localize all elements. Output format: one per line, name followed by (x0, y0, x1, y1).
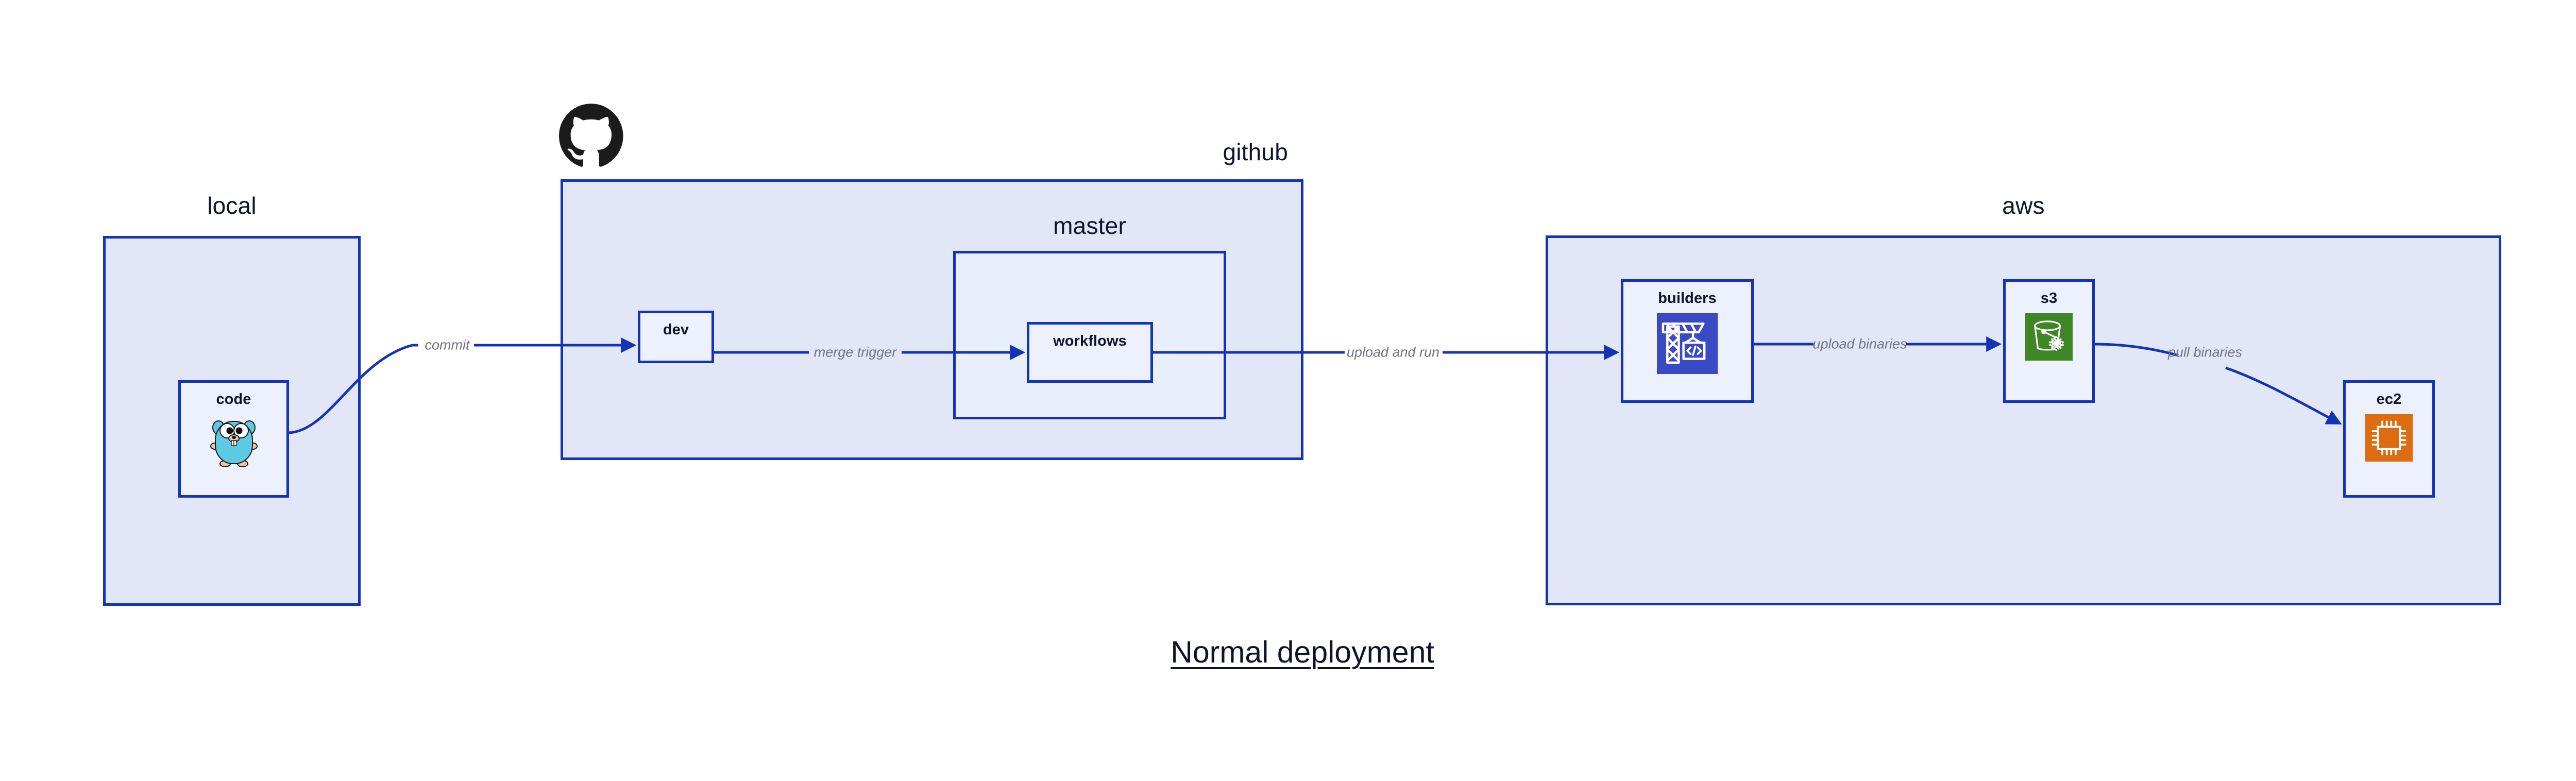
node-label-workflows: workflows (1053, 333, 1127, 349)
cpu-chip-icon (2365, 414, 2413, 464)
node-label-dev: dev (663, 321, 689, 338)
group-label-github: github (1223, 139, 1288, 165)
node-code[interactable]: code (178, 380, 289, 498)
go-gopher-icon (210, 414, 258, 469)
crane-code-icon (1657, 313, 1718, 377)
edge-label-upload-and-run: upload and run (1346, 344, 1440, 360)
edge-label-commit: commit (425, 337, 470, 353)
s3-bucket-icon (2025, 313, 2073, 363)
node-label-code: code (216, 391, 251, 408)
node-dev[interactable]: dev (638, 311, 714, 363)
node-label-s3: s3 (2040, 290, 2058, 307)
github-octocat-icon (559, 103, 623, 170)
edge-label-upload-binaries: upload binaries (1812, 336, 1907, 352)
edge-label-pull-binaries: pull binaries (2167, 344, 2243, 360)
edge-label-merge-trigger: merge trigger (814, 344, 897, 360)
node-workflows[interactable]: workflows (1027, 322, 1153, 383)
group-label-local: local (207, 192, 257, 219)
node-ec2[interactable]: ec2 (2343, 380, 2435, 498)
node-builders[interactable]: builders (1621, 279, 1754, 403)
group-label-master: master (1053, 212, 1126, 239)
diagram-title: Normal deployment (1171, 635, 1434, 669)
node-label-builders: builders (1658, 290, 1717, 307)
group-label-aws: aws (2002, 192, 2045, 219)
node-s3[interactable]: s3 (2003, 279, 2095, 403)
node-label-ec2: ec2 (2376, 391, 2402, 408)
